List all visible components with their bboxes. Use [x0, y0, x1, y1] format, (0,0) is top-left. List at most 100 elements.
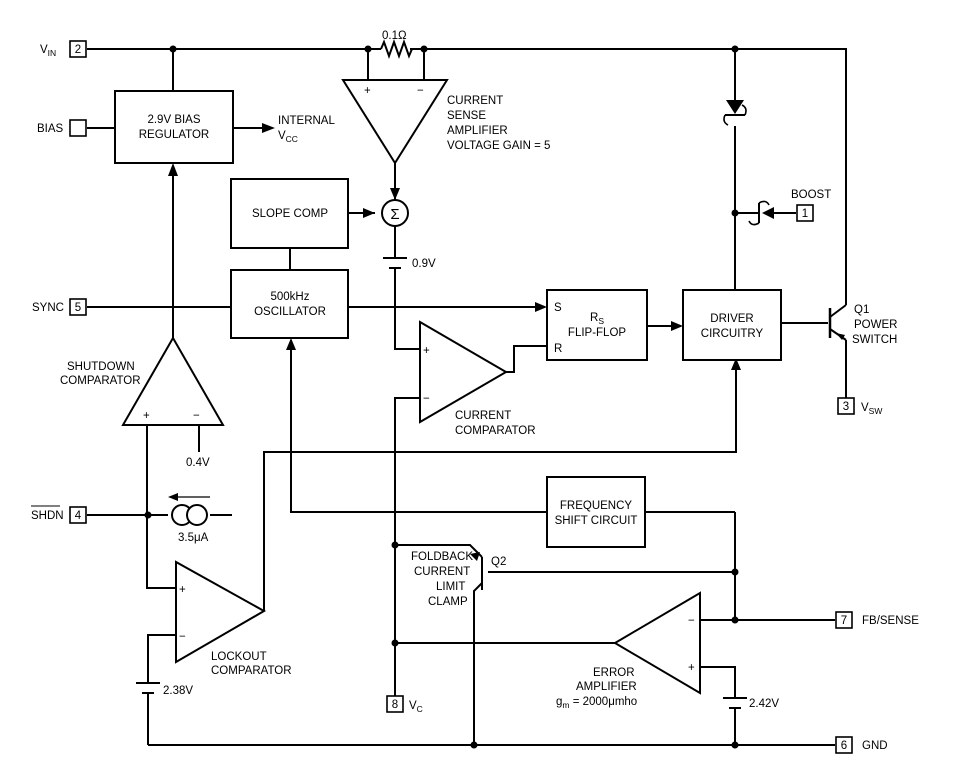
svg-text:3: 3 — [843, 401, 849, 413]
frequency-shift-block: FREQUENCY SHIFT CIRCUIT — [546, 476, 646, 548]
pin-bias: BIAS — [37, 119, 87, 137]
sense-resistor: 0.1Ω — [380, 30, 413, 59]
svg-text:0.1Ω: 0.1Ω — [382, 30, 407, 42]
svg-text:VC: VC — [409, 700, 423, 714]
svg-text:FREQUENCY: FREQUENCY — [560, 500, 633, 512]
svg-text:BIAS: BIAS — [37, 123, 64, 135]
svg-text:VSW: VSW — [861, 402, 882, 416]
svg-text:SYNC: SYNC — [32, 302, 64, 314]
svg-text:BOOST: BOOST — [791, 189, 831, 201]
svg-text:2.9V BIAS: 2.9V BIAS — [147, 114, 200, 126]
svg-text:CURRENT: CURRENT — [447, 95, 503, 107]
svg-text:6: 6 — [841, 740, 847, 752]
svg-text:GND: GND — [862, 740, 888, 752]
svg-text:−: − — [417, 85, 424, 97]
svg-text:2: 2 — [75, 44, 81, 56]
svg-text:S: S — [554, 302, 562, 314]
svg-text:FLIP-FLOP: FLIP-FLOP — [568, 327, 626, 339]
svg-text:5: 5 — [75, 302, 81, 314]
svg-text:VIN: VIN — [40, 44, 56, 58]
svg-text:CLAMP: CLAMP — [428, 596, 468, 608]
svg-text:CURRENT: CURRENT — [414, 566, 470, 578]
shutdown-comparator: + − SHUTDOWN COMPARATOR 0.4V — [60, 335, 225, 469]
svg-text:LOCKOUT: LOCKOUT — [211, 651, 267, 663]
pin-gnd: 6 GND — [835, 736, 888, 754]
svg-text:COMPARATOR: COMPARATOR — [211, 665, 292, 677]
current-source-3u5a: 3.5μA — [168, 493, 210, 544]
pin-sync: 5 SYNC — [32, 298, 87, 316]
offset-battery-0v9: 0.9V — [383, 257, 436, 270]
svg-text:R: R — [554, 343, 562, 355]
oscillator-block: 500kHz OSCILLATOR — [230, 269, 349, 339]
svg-text:0.4V: 0.4V — [186, 457, 210, 469]
current-comparator: + − CURRENT COMPARATOR — [419, 320, 536, 437]
error-amp-battery: 2.42V — [723, 697, 779, 710]
pin-shdn: 4 SHDN — [31, 505, 87, 524]
driver-block: DRIVER CIRCUITRY — [682, 289, 782, 361]
svg-text:3.5μA: 3.5μA — [178, 532, 209, 544]
lockout-battery: 2.38V — [136, 682, 193, 697]
svg-text:+: + — [688, 662, 695, 674]
svg-text:+: + — [364, 85, 371, 97]
svg-text:VOLTAGE GAIN = 5: VOLTAGE GAIN = 5 — [447, 140, 550, 152]
q2-foldback-transistor: FOLDBACK CURRENT LIMIT CLAMP Q2 — [411, 551, 506, 608]
svg-text:SENSE: SENSE — [447, 110, 486, 122]
pin-fb-sense: 7 FB/SENSE — [835, 611, 919, 629]
slope-comp-block: SLOPE COMP — [230, 178, 349, 249]
svg-text:2.42V: 2.42V — [749, 698, 779, 710]
svg-text:VCC: VCC — [278, 130, 298, 144]
svg-text:SLOPE COMP: SLOPE COMP — [252, 208, 328, 220]
catch-diode — [723, 100, 747, 126]
svg-text:+: + — [179, 584, 186, 596]
pin-boost: 1 BOOST — [791, 189, 831, 222]
arrowheads — [168, 123, 845, 561]
svg-text:+: + — [143, 410, 150, 422]
current-sense-amplifier: + − CURRENT SENSE AMPLIFIER VOLTAGE GAIN… — [341, 79, 550, 165]
svg-text:INTERNAL: INTERNAL — [278, 115, 335, 127]
svg-text:RS: RS — [590, 312, 604, 326]
svg-text:+: + — [423, 345, 430, 357]
svg-text:7: 7 — [841, 615, 847, 627]
svg-text:REGULATOR: REGULATOR — [139, 129, 210, 141]
svg-text:COMPARATOR: COMPARATOR — [455, 425, 536, 437]
svg-text:DRIVER: DRIVER — [710, 313, 753, 325]
svg-text:2.38V: 2.38V — [163, 685, 193, 697]
svg-text:−: − — [193, 410, 200, 422]
svg-text:SHUTDOWN: SHUTDOWN — [67, 361, 135, 373]
svg-text:−: − — [179, 631, 186, 643]
svg-text:AMPLIFIER: AMPLIFIER — [576, 681, 637, 693]
bias-regulator-block: 2.9V BIAS REGULATOR — [114, 90, 234, 164]
svg-text:Q2: Q2 — [491, 556, 506, 568]
error-amplifier: − + ERROR AMPLIFIER gm = 2000μmho — [556, 591, 701, 710]
svg-text:FOLDBACK: FOLDBACK — [411, 551, 473, 563]
svg-text:1: 1 — [802, 208, 808, 220]
pin-vin: 2 VIN — [40, 40, 87, 58]
flip-flop-block: RS FLIP-FLOP S R — [546, 289, 648, 361]
svg-text:CURRENT: CURRENT — [455, 410, 511, 422]
svg-text:POWER: POWER — [854, 319, 897, 331]
pin-vc: 8 VC — [386, 695, 423, 714]
svg-text:FB/SENSE: FB/SENSE — [862, 615, 919, 627]
svg-text:CIRCUITRY: CIRCUITRY — [701, 328, 764, 340]
svg-text:ERROR: ERROR — [593, 667, 635, 679]
svg-text:AMPLIFIER: AMPLIFIER — [447, 125, 508, 137]
pin-vsw: 3 VSW — [837, 397, 882, 416]
junction-dots — [144, 45, 739, 749]
svg-text:0.9V: 0.9V — [412, 258, 436, 270]
svg-text:SHDN: SHDN — [31, 510, 64, 522]
svg-text:4: 4 — [75, 510, 82, 522]
summing-junction: Σ — [381, 199, 409, 227]
svg-text:SWITCH: SWITCH — [852, 334, 897, 346]
svg-text:Σ: Σ — [390, 206, 399, 223]
svg-text:SHIFT CIRCUIT: SHIFT CIRCUIT — [555, 515, 638, 527]
internal-vcc-label: INTERNAL VCC — [278, 115, 335, 144]
q1-power-switch: Q1 POWER SWITCH — [828, 304, 897, 346]
svg-text:LIMIT: LIMIT — [436, 581, 465, 593]
svg-text:−: − — [423, 393, 430, 405]
svg-text:gm = 2000μmho: gm = 2000μmho — [556, 696, 637, 710]
lockout-comparator: + − LOCKOUT COMPARATOR — [175, 560, 292, 677]
svg-text:−: − — [688, 615, 695, 627]
svg-text:Q1: Q1 — [854, 304, 869, 316]
svg-text:8: 8 — [392, 699, 398, 711]
